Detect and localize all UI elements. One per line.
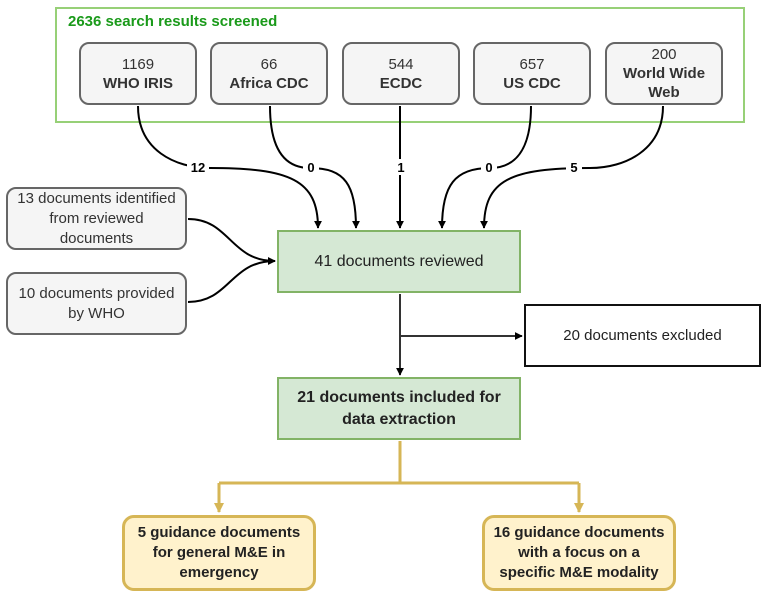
- documents-included-box: 21 documents included for data extractio…: [277, 377, 521, 440]
- specific-modality-box: 16 guidance documents with a focus on a …: [482, 515, 676, 591]
- edge-provided-by-who: [187, 257, 276, 303]
- source-count: 66: [260, 55, 278, 73]
- documents-excluded-box: 20 documents excluded: [524, 304, 761, 367]
- source-world-wide-web: 200 World Wide Web: [605, 42, 723, 105]
- source-africa-cdc: 66 Africa CDC: [210, 42, 328, 105]
- source-name: World Wide Web: [622, 65, 706, 101]
- source-count: 1169: [121, 55, 155, 73]
- source-us-cdc: 657 US CDC: [473, 42, 591, 105]
- source-ecdc: 544 ECDC: [342, 42, 460, 105]
- source-count: 544: [388, 55, 414, 73]
- identified-from-reviewed-box: 13 documents identified from reviewed do…: [6, 187, 187, 250]
- source-name: WHO IRIS: [103, 74, 173, 92]
- source-count: 657: [519, 55, 545, 73]
- edge-label-ecdc: 1: [397, 160, 404, 175]
- source-name: US CDC: [503, 74, 561, 92]
- edge-identified-from-reviewed: [187, 218, 276, 265]
- edge-who-iris: [137, 105, 322, 229]
- edge-label-us-cdc: 0: [485, 160, 492, 175]
- source-who-iris: 1169 WHO IRIS: [79, 42, 197, 105]
- edge-label-who-iris: 12: [191, 160, 205, 175]
- general-me-box: 5 guidance documents for general M&E in …: [122, 515, 316, 591]
- edge-label-world-wide-web: 5: [570, 160, 577, 175]
- edge-included-trunk: [219, 441, 579, 485]
- search-results-title: 2636 search results screened: [68, 13, 278, 30]
- edge-world-wide-web: [480, 105, 664, 229]
- edge-label-africa-cdc: 0: [307, 160, 314, 175]
- provided-by-who-box: 10 documents provided by WHO: [6, 272, 187, 335]
- source-name: ECDC: [379, 74, 423, 92]
- source-name: Africa CDC: [229, 74, 309, 92]
- source-count: 200: [651, 46, 677, 63]
- documents-reviewed-box: 41 documents reviewed: [277, 230, 521, 293]
